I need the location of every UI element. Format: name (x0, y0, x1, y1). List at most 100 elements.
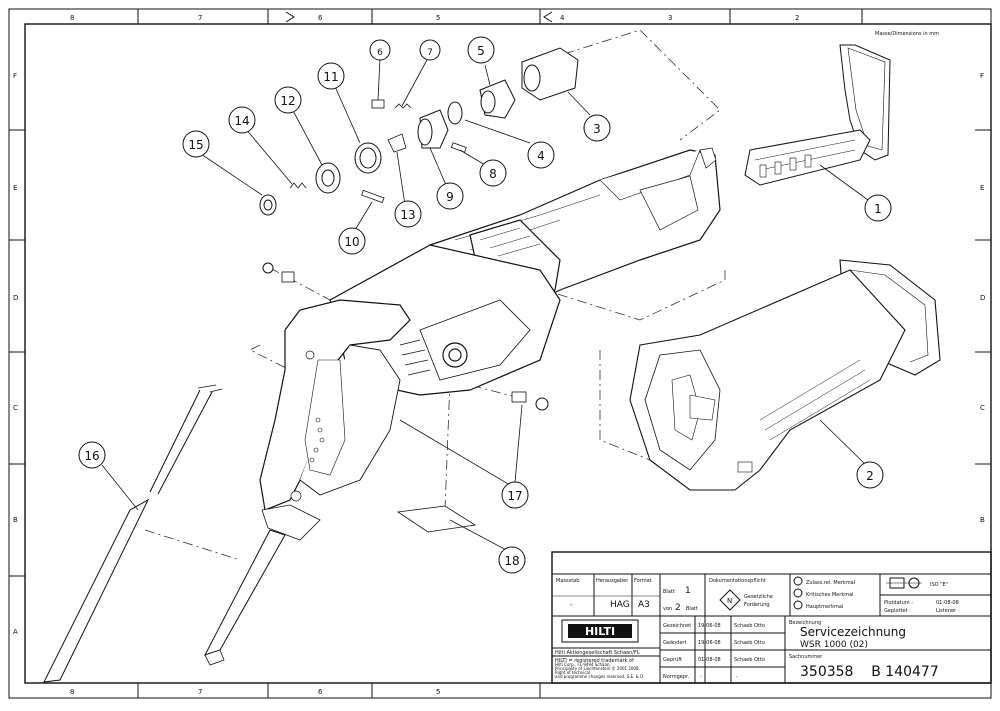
callout-15: 15 (182, 130, 210, 158)
col-label-top: 4 (560, 14, 565, 22)
gezeichnet-name: Schaeb Otto (734, 623, 765, 629)
plotdatum-value: 01-08-08 (936, 600, 959, 606)
row-label-left: E (13, 184, 17, 192)
blatt-value: 1 (685, 586, 691, 596)
geplottet-label: Geplottet : (884, 608, 911, 614)
col-label-top: 7 (198, 14, 202, 22)
row-label-right: B (980, 516, 985, 524)
massstab-label: Massstab (556, 578, 579, 584)
svg-text:16: 16 (84, 449, 99, 463)
svg-text:1: 1 (874, 202, 882, 216)
merkmal-2: Kritisches Merkmal (806, 592, 854, 598)
callout-18: 18 (498, 546, 526, 574)
part-guide-bracket (744, 44, 891, 186)
callouts: 1 2 3 4 5 6 7 8 9 10 11 12 13 14 15 16 1… (78, 36, 892, 574)
gezeichnet-date: 19-06-08 (698, 623, 721, 629)
company-name: Hilti Aktiengesellschaft Schaan/FL (555, 650, 640, 656)
sachnummer-value: 350358 B 140477 (800, 664, 939, 680)
iso-label: ISO "E" (930, 582, 948, 588)
svg-text:18: 18 (504, 554, 519, 568)
row-label-left: D (13, 294, 18, 302)
svg-text:13: 13 (400, 208, 415, 222)
doku-label: Dokumentationspflicht (709, 578, 766, 584)
legal-line: and programme changes reserved. S.E. & O… (555, 674, 644, 679)
format-label: Format (634, 578, 652, 584)
svg-text:6: 6 (377, 48, 383, 58)
row-label-left: C (13, 404, 18, 412)
geaendert-label: Geändert (663, 640, 686, 646)
blatt-label: Blatt (663, 589, 675, 595)
gezeichnet-label: Gezeichnet (663, 623, 691, 629)
callout-5: 5 (467, 36, 495, 64)
svg-text:10: 10 (344, 235, 359, 249)
col-label-bottom: 7 (198, 688, 202, 696)
col-label-top: 6 (318, 14, 323, 22)
legal-line: Right of technical (555, 670, 590, 675)
svg-text:17: 17 (507, 489, 522, 503)
title-block: HILTI Massstab - Herausgeber HAG Format … (551, 551, 992, 684)
callout-2: 2 (856, 461, 884, 489)
bezeichnung-model: WSR 1000 (02) (800, 640, 868, 650)
massstab-value: - (570, 601, 573, 609)
row-label-left: B (13, 516, 18, 524)
geaendert-date: 19-06-08 (698, 640, 721, 646)
row-label-right: D (980, 294, 985, 302)
legal-line: HILTI = registered trademark of (555, 658, 634, 664)
col-label-bottom: 6 (318, 688, 323, 696)
legal-line: Hilti Corp., FL-9494 Schaan, (555, 662, 611, 667)
callout-11: 11 (317, 62, 345, 90)
svg-text:14: 14 (234, 114, 249, 128)
svg-text:12: 12 (280, 94, 295, 108)
row-label-right: F (980, 72, 984, 80)
callout-7: 7 (419, 39, 441, 61)
sachnummer-label: Sachnummer (789, 654, 823, 660)
callout-17: 17 (501, 481, 529, 509)
svg-text:11: 11 (323, 70, 338, 84)
col-label-top: 3 (668, 14, 672, 22)
frame-labels: 8 7 6 5 4 3 2 Masse/Dimensions in mm 8 7… (13, 14, 985, 696)
callout-4: 4 (527, 141, 555, 169)
plotdatum-label: Plotdatum : (884, 600, 913, 606)
col-label-top: 5 (436, 14, 440, 22)
callout-12: 12 (274, 86, 302, 114)
hilti-logo: HILTI (561, 619, 639, 643)
row-label-right: E (980, 184, 984, 192)
col-label-bottom: 5 (436, 688, 440, 696)
svg-text:7: 7 (427, 48, 433, 58)
von-value: 2 (675, 603, 681, 613)
callout-3: 3 (583, 114, 611, 142)
von-label: von (663, 606, 672, 612)
normgepr-name: - (736, 674, 738, 680)
callout-16: 16 (78, 441, 106, 469)
callout-13: 13 (394, 200, 422, 228)
callout-8: 8 (479, 159, 507, 187)
geprueft-name: Schaeb Otto (734, 657, 765, 663)
svg-text:HILTI: HILTI (585, 625, 615, 638)
row-label-left: F (13, 72, 17, 80)
herausgeber-value: HAG (610, 600, 630, 610)
callout-1: 1 (864, 194, 892, 222)
svg-text:15: 15 (188, 138, 203, 152)
svg-text:8: 8 (489, 167, 497, 181)
bezeichnung-title: Servicezeichnung (800, 625, 906, 639)
col-label-top: 8 (70, 14, 74, 22)
legal-line: Principality of Liechtenstein © 2001 200… (555, 666, 640, 671)
col-label-top: 2 (795, 14, 799, 22)
normgepr-date: - (700, 674, 702, 680)
drawing-frame (8, 8, 992, 699)
dimensions-note: Masse/Dimensions in mm (875, 31, 939, 37)
merkmal-1: Zulass.rel. Merkmal (806, 580, 855, 586)
bezeichnung-label: Bezeichnung (789, 620, 821, 626)
geprueft-date: 01-08-08 (698, 657, 721, 663)
doku-value-2: Forderung (744, 602, 770, 608)
leader-lines (101, 57, 869, 554)
svg-text:3: 3 (593, 122, 601, 136)
svg-text:2: 2 (866, 469, 874, 483)
row-label-left: A (13, 628, 18, 636)
callout-6: 6 (369, 39, 391, 61)
svg-text:4: 4 (537, 149, 545, 163)
doku-value-1: Gesetzliche (744, 594, 773, 600)
callout-14: 14 (228, 106, 256, 134)
